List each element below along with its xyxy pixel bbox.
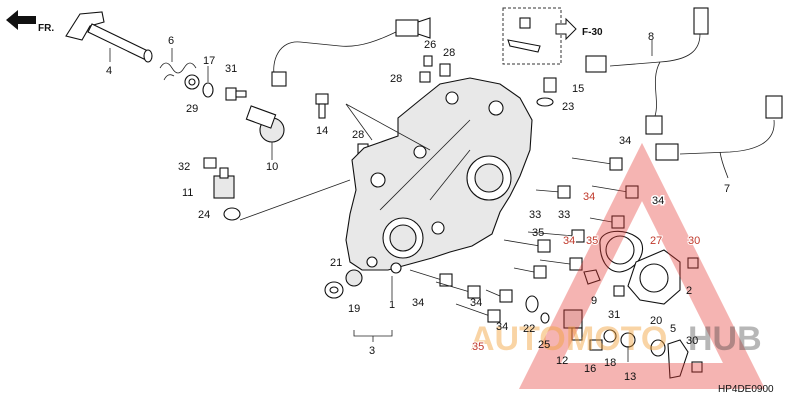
part-bearing-19 — [345, 269, 363, 287]
callout-10: 10 — [266, 161, 278, 173]
callout-11: 11 — [182, 187, 193, 199]
part-return-spring — [159, 62, 197, 81]
part-gear-position-switch — [245, 17, 431, 143]
callout-31: 31 — [225, 63, 237, 75]
part-bolt-31 — [225, 87, 247, 101]
callout-23: 23 — [562, 101, 574, 113]
callout-9: 9 — [591, 295, 597, 307]
callout-21: 21 — [330, 257, 342, 269]
callout-3: 3 — [369, 345, 375, 357]
callout-24: 24 — [198, 209, 210, 221]
part-bracket-5 — [667, 339, 689, 379]
callout-8: 8 — [648, 31, 654, 43]
reference-detail-box: F-30 — [502, 7, 603, 65]
callout-labels: 4 6 29 17 31 10 14 26 28 28 28 32 11 24 … — [106, 31, 730, 383]
part-sensor-12 — [563, 309, 583, 341]
part-harness-8 — [585, 7, 709, 135]
callout-12: 12 — [556, 355, 568, 367]
callout-35-a: 35 — [532, 227, 544, 239]
callout-30-b: 30 — [686, 335, 698, 347]
callout-28-a: 28 — [443, 47, 455, 59]
callout-6: 6 — [168, 35, 174, 47]
callout-34-f: 34 — [470, 297, 482, 309]
callout-27: 27 — [650, 235, 662, 247]
part-rear-crankcase-cover — [345, 77, 533, 274]
part-bolt-30b — [691, 361, 703, 373]
callout-4: 4 — [106, 65, 112, 77]
bolt-group-lower — [409, 269, 513, 323]
part-dowel-28b — [419, 71, 431, 83]
part-bolt-13 — [620, 332, 636, 362]
callout-33-b: 33 — [558, 209, 570, 221]
callout-22: 22 — [523, 323, 535, 335]
callout-34-e: 34 — [412, 297, 424, 309]
part-harness-7 — [655, 95, 783, 179]
watermark-text-moto: MOTO — [566, 320, 667, 358]
callout-31-b: 31 — [608, 309, 620, 321]
callout-26: 26 — [424, 39, 436, 51]
callout-25: 25 — [538, 339, 550, 351]
callout-2: 2 — [686, 285, 692, 297]
part-washer-18 — [603, 329, 617, 343]
callout-32: 32 — [178, 161, 190, 173]
watermark-text-hub: HUB — [688, 320, 762, 358]
part-cover-2 — [627, 249, 681, 305]
part-sensor-11 — [203, 157, 235, 199]
part-seal-20 — [650, 339, 666, 357]
part-bolt-16 — [589, 339, 603, 351]
callout-28-b: 28 — [390, 73, 402, 85]
part-bolt-30a — [687, 257, 699, 269]
callout-34-b: 34 — [583, 191, 595, 203]
part-gasket-27 — [599, 230, 644, 273]
callout-35-c: 35 — [472, 341, 484, 353]
part-bolt-14 — [315, 93, 329, 119]
part-plug-15 — [543, 77, 557, 93]
callout-5: 5 — [670, 323, 676, 335]
bolt-group-right — [503, 157, 639, 279]
part-seal-17 — [202, 82, 214, 98]
front-direction-label: FR. — [38, 23, 54, 34]
callout-34-g: 34 — [496, 321, 508, 333]
callout-29: 29 — [186, 103, 198, 115]
part-washer-23 — [536, 97, 554, 107]
part-washer-22 — [525, 295, 539, 313]
watermark-text-auto: AUTO — [470, 320, 566, 358]
callout-1: 1 — [389, 299, 395, 311]
callout-15: 15 — [572, 83, 584, 95]
callout-14: 14 — [316, 125, 328, 137]
part-bolt-31b — [613, 285, 625, 297]
callout-19: 19 — [348, 303, 360, 315]
callout-20: 20 — [650, 315, 662, 327]
callout-7: 7 — [724, 183, 730, 195]
callout-16: 16 — [584, 363, 596, 375]
callout-33-a: 33 — [529, 209, 541, 221]
callout-18: 18 — [604, 357, 616, 369]
reference-label: F-30 — [582, 27, 603, 38]
callout-30-a: 30 — [688, 235, 700, 247]
callout-34-a: 34 — [619, 135, 631, 147]
part-o-ring-24 — [223, 207, 241, 221]
part-dowel-28a — [439, 63, 451, 77]
callout-28-c: 28 — [352, 129, 364, 141]
callout-34-c: 34 — [652, 195, 664, 207]
watermark: AUTO MOTO HUB — [470, 142, 766, 389]
part-ring-25 — [540, 312, 550, 324]
part-9 — [583, 269, 601, 285]
front-direction-arrow: FR. — [6, 10, 54, 34]
callout-13: 13 — [624, 371, 636, 383]
callout-17: 17 — [203, 55, 215, 67]
part-dowel-26 — [423, 55, 433, 67]
part-shift-shaft — [65, 11, 153, 63]
callout-34-d: 34 — [563, 235, 575, 247]
diagram-code: HP4DE0900 — [718, 384, 774, 395]
callout-35-b: 35 — [586, 235, 598, 247]
